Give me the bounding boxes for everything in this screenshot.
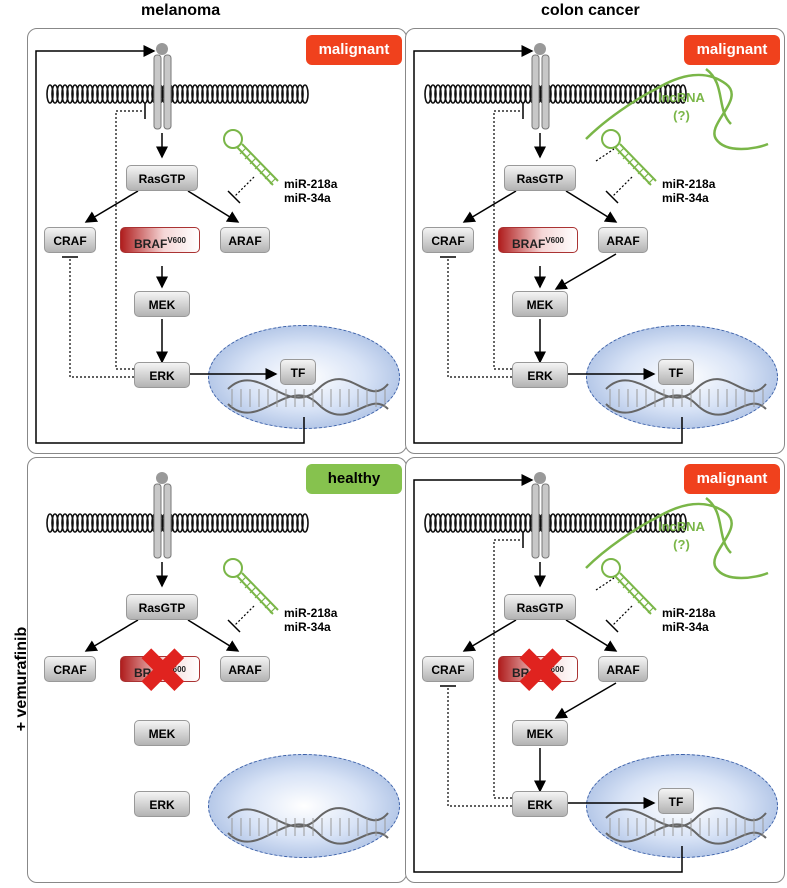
lncrna-icon	[585, 497, 769, 591]
lncrna-label: lncRNA (?)	[658, 518, 705, 554]
node-craf: CRAF	[422, 227, 474, 253]
lncrna-text: (?)	[673, 108, 690, 123]
node-braf-label: BRAF	[133, 237, 168, 251]
pathway-diagram	[35, 43, 309, 444]
dna-helix-icon	[605, 378, 767, 416]
node-erk: ERK	[134, 791, 190, 817]
receptor-icon	[153, 43, 172, 130]
mirna-name: miR-34a	[662, 191, 709, 205]
lncrna-text: (?)	[673, 537, 690, 552]
node-braf: BRAFV600	[120, 227, 200, 253]
receptor-icon	[153, 472, 172, 559]
node-braf-mutation: V600	[545, 236, 564, 245]
node-braf-mutation: V600	[167, 665, 186, 674]
node-araf: ARAF	[598, 656, 648, 682]
lncrna-icon	[585, 68, 769, 162]
node-braf-label: BRAF	[511, 666, 546, 680]
membrane-icon	[46, 513, 309, 533]
status-badge: malignant	[306, 35, 402, 65]
node-rasgtp: RasGTP	[504, 594, 576, 620]
node-mek: MEK	[134, 291, 190, 317]
column-title-colon-cancer: colon cancer	[541, 2, 640, 19]
node-tf: TF	[658, 788, 694, 814]
mirna-hairpin-icon	[223, 558, 279, 615]
node-braf: BRAFV600	[498, 227, 578, 253]
lncrna-text: lncRNA	[658, 90, 705, 105]
node-araf: ARAF	[220, 227, 270, 253]
mirna-hairpin-icon	[601, 129, 657, 186]
membrane-icon	[424, 84, 687, 104]
node-rasgtp: RasGTP	[504, 165, 576, 191]
mirna-hairpin-icon	[223, 129, 279, 186]
node-erk: ERK	[512, 362, 568, 388]
node-braf: BRAFV600	[120, 656, 200, 682]
node-braf-label: BRAF	[511, 237, 546, 251]
column-title-melanoma: melanoma	[141, 2, 221, 19]
node-craf: CRAF	[422, 656, 474, 682]
mirna-name: miR-34a	[662, 620, 709, 634]
dna-helix-icon	[605, 807, 767, 845]
node-craf: CRAF	[44, 656, 96, 682]
pathway-diagram	[413, 472, 769, 873]
inhibition-x-icon: ✖	[136, 635, 190, 709]
node-braf-mutation: V600	[167, 236, 186, 245]
status-badge: healthy	[306, 464, 402, 494]
membrane-icon	[46, 84, 309, 104]
mirna-hairpin-icon	[601, 558, 657, 615]
mirna-name: miR-218a	[284, 606, 338, 620]
lncrna-text: lncRNA	[658, 519, 705, 534]
mirna-name: miR-218a	[662, 606, 716, 620]
mirna-name: miR-34a	[284, 191, 331, 205]
status-badge: malignant	[684, 464, 780, 494]
status-badge: malignant	[684, 35, 780, 65]
mirna-name: miR-34a	[284, 620, 331, 634]
pathway-diagram	[413, 43, 769, 444]
node-mek: MEK	[512, 291, 568, 317]
node-mek: MEK	[512, 720, 568, 746]
node-braf-mutation: V600	[545, 665, 564, 674]
node-araf: ARAF	[220, 656, 270, 682]
node-rasgtp: RasGTP	[126, 165, 198, 191]
node-mek: MEK	[134, 720, 190, 746]
receptor-icon	[531, 43, 550, 130]
mirna-name: miR-218a	[284, 177, 338, 191]
node-braf-label: BRAF	[133, 666, 168, 680]
inhibition-x-icon: ✖	[514, 635, 568, 709]
pathway-diagram	[46, 472, 309, 652]
node-araf: ARAF	[598, 227, 648, 253]
receptor-icon	[531, 472, 550, 559]
mirna-name: miR-218a	[662, 177, 716, 191]
node-tf: TF	[280, 359, 316, 385]
node-erk: ERK	[512, 791, 568, 817]
dna-helix-icon	[227, 378, 389, 416]
node-braf: BRAFV600	[498, 656, 578, 682]
dna-helix-icon	[227, 807, 389, 845]
node-tf: TF	[658, 359, 694, 385]
node-erk: ERK	[134, 362, 190, 388]
lncrna-label: lncRNA (?)	[658, 89, 705, 125]
node-rasgtp: RasGTP	[126, 594, 198, 620]
node-craf: CRAF	[44, 227, 96, 253]
